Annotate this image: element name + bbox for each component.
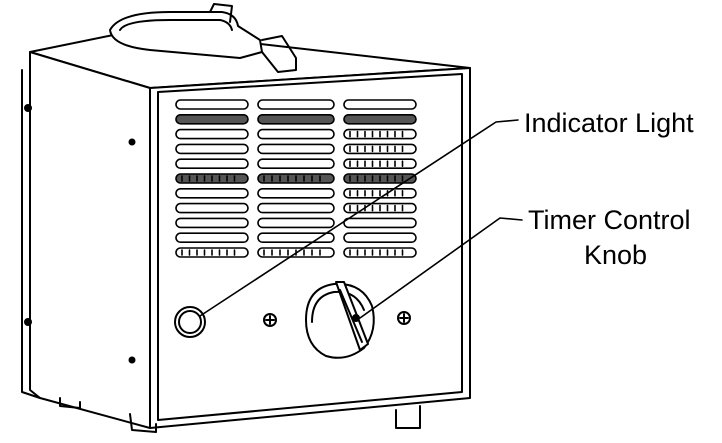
indicator-leader-line <box>199 119 519 317</box>
vent-slot <box>257 99 335 110</box>
vent-slot <box>257 158 335 169</box>
screw-icon <box>263 313 277 327</box>
indicator-light-label: Indicator Light <box>524 108 694 138</box>
indicator-light-icon <box>174 306 206 338</box>
vent-slot <box>257 143 335 155</box>
side-screw <box>128 138 136 146</box>
vent-slot <box>257 114 335 125</box>
timer-control-label-line1: Timer Control <box>528 205 691 235</box>
screw-icon <box>397 311 411 325</box>
vent-slot <box>257 188 335 199</box>
vent-slot <box>257 202 335 214</box>
front-bezel <box>157 73 463 421</box>
timer-control-label-line2: Knob <box>584 240 648 270</box>
vent-slot <box>343 99 417 110</box>
housing-left-side <box>29 51 151 429</box>
vent-slot <box>175 99 249 110</box>
vent-slot <box>175 158 249 169</box>
vent-slot <box>175 232 249 243</box>
vent-slot <box>175 202 249 214</box>
timer-leader-line <box>359 217 523 319</box>
vent-slot <box>175 188 249 199</box>
vent-slot <box>343 114 417 125</box>
vent-slot <box>175 114 249 125</box>
handle-icon <box>109 3 297 73</box>
side-screw <box>24 318 32 326</box>
vent-grille <box>175 99 417 258</box>
timer-knob-icon <box>305 281 375 359</box>
vent-slot <box>175 143 249 155</box>
vent-slot <box>343 217 417 229</box>
side-screw <box>24 104 32 112</box>
vent-slot <box>257 232 335 243</box>
housing-rear-edge <box>21 69 41 399</box>
vent-slot <box>175 128 249 140</box>
side-screw <box>128 356 136 364</box>
feet <box>59 397 421 433</box>
vent-slot <box>257 128 335 140</box>
vent-slot <box>175 217 249 229</box>
vent-slot <box>343 232 417 243</box>
vent-slot <box>257 217 335 229</box>
